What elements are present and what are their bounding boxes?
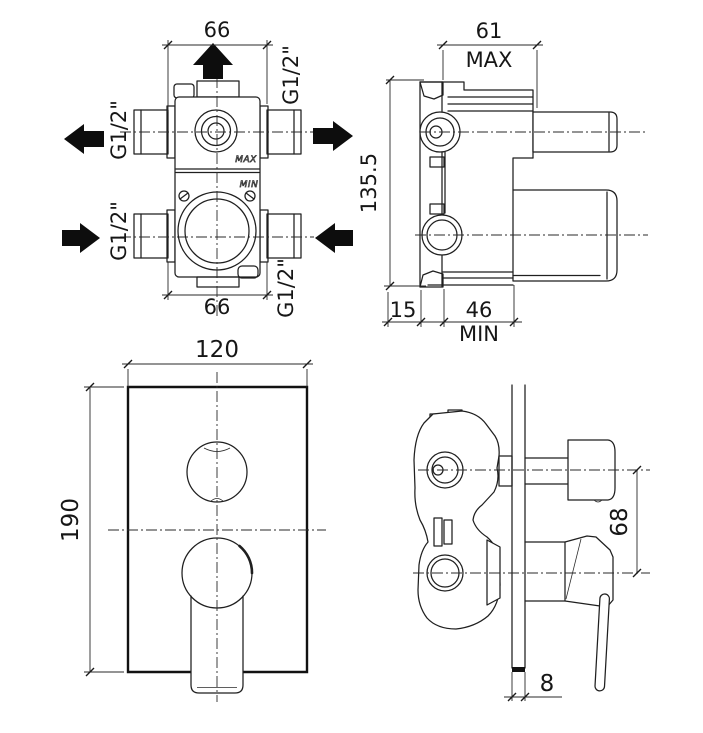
dim-190-label: 190 (58, 498, 84, 542)
dim-46-label: 46 (466, 298, 493, 322)
dim-15-46-min: 15 46 MIN (382, 285, 522, 346)
dim-min-label: MIN (459, 322, 499, 346)
dim-8-label: 8 (540, 671, 555, 697)
dim-61-max: 61 MAX (437, 19, 543, 108)
port-label-left-upper: G1/2" (107, 100, 131, 160)
handle-lever (190, 595, 244, 694)
plate-front-view: 120 190 (58, 337, 326, 702)
port-label-left-lower: G1/2" (107, 201, 131, 261)
hub-shadow-arc (238, 544, 254, 575)
port-label-bottom-right: G1/2" (274, 258, 298, 318)
knob-stem (524, 457, 569, 485)
port-label-top-right: G1/2" (279, 45, 303, 105)
dim-8: 8 (504, 671, 562, 702)
dim-max-label: MAX (466, 48, 513, 72)
flow-arrow-left-out-icon (64, 124, 104, 154)
valve-side-view: 61 MAX 135.5 15 46 MIN (357, 19, 648, 346)
dim-120: 120 (122, 337, 313, 387)
side-rough-body (413, 409, 513, 630)
handle-lever-rod (594, 593, 611, 692)
plate-side-view: 68 8 (413, 384, 650, 702)
body-min-marking: MIN (240, 180, 259, 190)
dim-68: 68 (607, 465, 642, 578)
side-trim-plate (511, 384, 526, 672)
dim-66-top-label: 66 (204, 18, 231, 42)
dim-135-5: 135.5 (357, 75, 426, 291)
dim-66-bottom-label: 66 (204, 295, 231, 319)
trim-plate-outline (126, 385, 309, 674)
dim-66-bottom: 66 (162, 262, 273, 319)
valve-side-body (419, 81, 618, 288)
flow-arrow-right-in-icon (315, 223, 353, 253)
dim-15-label: 15 (390, 298, 417, 322)
dim-120-label: 120 (195, 337, 239, 363)
dim-66-top: 66 (162, 18, 273, 112)
dim-190: 190 (58, 382, 124, 677)
flow-arrow-right-out-icon (313, 121, 353, 151)
valve-front-view: MAX MIN 66 66 G1/2" G1/2" G1/2" G1/2" (62, 18, 353, 319)
side-mixer-handle (524, 535, 614, 692)
dim-68-label: 68 (607, 507, 633, 536)
flow-arrow-left-in-icon (62, 223, 100, 253)
flow-arrow-up-icon (193, 43, 233, 79)
dim-61-label: 61 (476, 19, 503, 43)
dim-135-5-label: 135.5 (357, 153, 381, 213)
body-max-marking: MAX (235, 155, 257, 165)
